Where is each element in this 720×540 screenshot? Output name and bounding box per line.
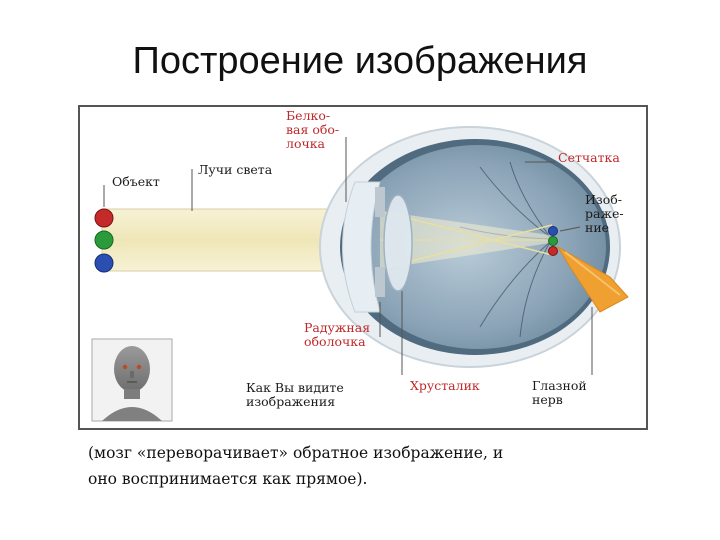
caption: (мозг «переворачивает» обратное изображе… bbox=[88, 444, 504, 488]
eye-diagram: Объект Лучи света Белко- вая обо- лочка … bbox=[78, 105, 648, 430]
iris-bottom bbox=[375, 267, 385, 297]
label-iris: Радужная оболочка bbox=[304, 320, 371, 349]
image-dot-blue bbox=[548, 226, 558, 236]
object-dot-red bbox=[94, 208, 114, 228]
image-dot-green bbox=[548, 236, 558, 246]
eye-illustration bbox=[91, 126, 629, 422]
label-how-you-see: Как Вы видите изображения bbox=[246, 380, 344, 409]
label-lens: Хрусталик bbox=[410, 378, 480, 393]
slide-title: Построение изображения bbox=[132, 40, 588, 82]
leader-lines bbox=[103, 137, 593, 375]
label-optic-nerve: Глазной нерв bbox=[532, 378, 587, 407]
iris-top bbox=[375, 187, 385, 217]
label-light-rays: Лучи света bbox=[198, 162, 273, 177]
label-image: Изоб- раже- ние bbox=[585, 192, 624, 235]
face-portrait bbox=[102, 346, 162, 421]
image-dot-red bbox=[548, 246, 558, 256]
object-dot-blue bbox=[94, 253, 114, 273]
label-sclera: Белко- вая обо- лочка bbox=[286, 108, 340, 151]
label-retina: Сетчатка bbox=[558, 150, 620, 165]
label-object: Объект bbox=[112, 174, 160, 189]
object-dot-green bbox=[94, 230, 114, 250]
lens bbox=[383, 194, 413, 292]
optic-nerve bbox=[556, 245, 629, 313]
